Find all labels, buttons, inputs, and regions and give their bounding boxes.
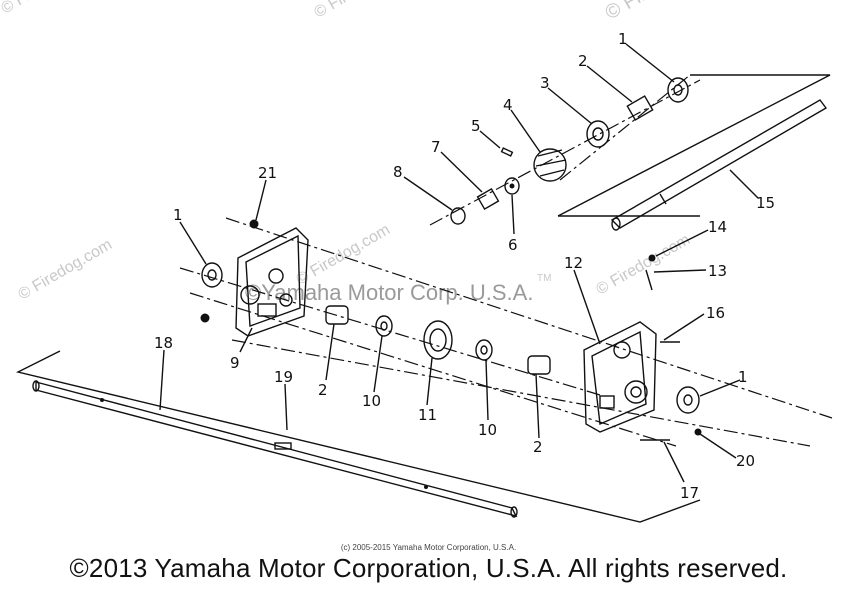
watermark-left: © Firedog.com xyxy=(16,236,116,303)
plug-21 xyxy=(249,219,259,229)
lower-components xyxy=(200,219,702,441)
left-gearbox-plate xyxy=(235,227,309,337)
plug-left xyxy=(200,313,210,323)
callout-13: 13 xyxy=(708,262,727,280)
callout-9: 9 xyxy=(230,354,240,372)
watermark-right: © Firedog.com xyxy=(594,231,694,298)
watermark-top-right: © Firedog.com xyxy=(602,0,727,24)
callout-7: 7 xyxy=(431,138,441,156)
callout-1-right: 1 xyxy=(738,368,748,386)
callout-14: 14 xyxy=(708,218,727,236)
nut-8 xyxy=(450,207,466,225)
right-gearbox-housing xyxy=(583,321,657,433)
plug-20 xyxy=(694,428,702,436)
callout-21: 21 xyxy=(258,164,277,182)
callout-2-right: 2 xyxy=(533,438,543,456)
bolt-14 xyxy=(648,254,656,262)
callout-2-top: 2 xyxy=(578,52,588,70)
bearing-3 xyxy=(586,120,610,148)
callout-10-left: 10 xyxy=(362,392,381,410)
callout-3: 3 xyxy=(540,74,550,92)
callout-20: 20 xyxy=(736,452,755,470)
callout-5: 5 xyxy=(471,117,481,135)
axis-lines xyxy=(179,74,833,447)
bevel-gear-4 xyxy=(533,148,567,182)
callout-labels: 1 2 3 4 5 6 7 8 21 1 9 2 10 11 10 2 12 1… xyxy=(154,30,775,502)
watermark-yamaha-middle: ©Yamaha Motor Corp. U.S.A. xyxy=(245,280,533,305)
bushing-2-left xyxy=(325,305,349,325)
callout-19: 19 xyxy=(274,368,293,386)
bearing-1-right xyxy=(676,386,700,414)
callout-16: 16 xyxy=(706,304,725,322)
callout-11: 11 xyxy=(418,406,437,424)
watermark-top-mid: © Firedog.com xyxy=(312,0,412,21)
callout-4: 4 xyxy=(503,96,513,114)
callout-8: 8 xyxy=(393,163,403,181)
bushing-7 xyxy=(476,187,500,211)
bushing-2-top xyxy=(626,95,654,121)
callout-1-left: 1 xyxy=(173,206,183,224)
washer-10-left xyxy=(375,315,393,337)
leader-lines xyxy=(159,43,759,483)
copyright-small-text: (c) 2005-2015 Yamaha Motor Corporation, … xyxy=(340,543,517,552)
washer-10-right xyxy=(475,339,493,361)
callout-10-right: 10 xyxy=(478,421,497,439)
callout-15: 15 xyxy=(756,194,775,212)
bushing-2-right xyxy=(527,355,551,375)
callout-12: 12 xyxy=(564,254,583,272)
washer-6 xyxy=(504,177,520,195)
callout-2-left: 2 xyxy=(318,381,328,399)
callout-18: 18 xyxy=(154,334,173,352)
callout-1-top: 1 xyxy=(618,30,628,48)
bearing-1-top xyxy=(667,77,689,103)
watermark-top-left: © Firedog.com xyxy=(0,0,98,17)
watermark-tm: TM xyxy=(537,273,551,284)
bearing-1-left xyxy=(201,262,223,288)
gear-11 xyxy=(423,320,453,360)
lower-shaft-panel xyxy=(15,350,701,523)
spring-13 xyxy=(645,269,653,291)
watermark-center: © Firedog.com xyxy=(294,221,394,288)
upper-shaft-panel xyxy=(557,74,831,231)
key-5 xyxy=(500,147,514,157)
callout-17: 17 xyxy=(680,484,699,502)
upper-components xyxy=(450,77,689,225)
callout-6: 6 xyxy=(508,236,518,254)
copyright-text: ©2013 Yamaha Motor Corporation, U.S.A. A… xyxy=(69,553,788,583)
